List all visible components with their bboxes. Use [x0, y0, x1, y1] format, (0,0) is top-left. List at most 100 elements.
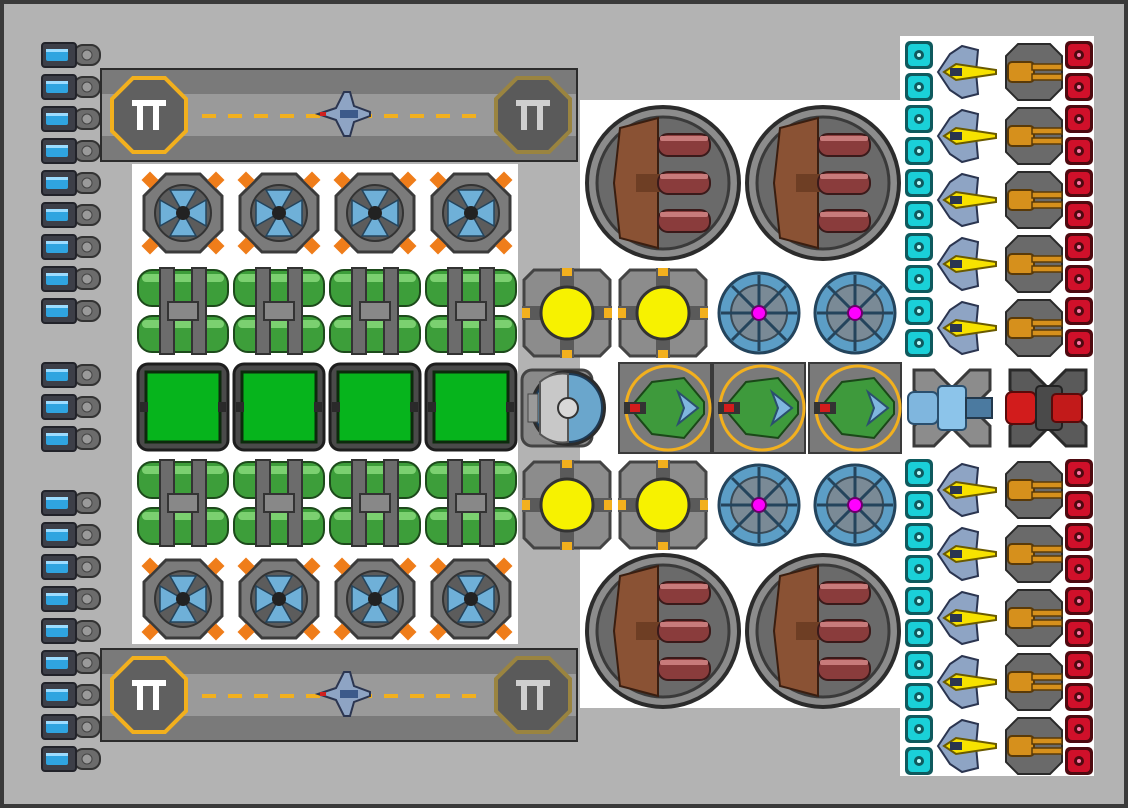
fuel-tank-icon[interactable] — [136, 264, 230, 358]
armor-block-red-icon[interactable] — [1064, 232, 1094, 262]
armor-block-cyan-icon[interactable] — [904, 264, 934, 294]
battery-icon[interactable] — [40, 296, 102, 326]
armor-block-red-icon[interactable] — [1064, 40, 1094, 70]
thruster-icon[interactable] — [236, 556, 322, 642]
yellow-gun-icon[interactable] — [936, 42, 1000, 102]
orange-gun-icon[interactable] — [1004, 716, 1064, 776]
thruster-icon[interactable] — [140, 556, 226, 642]
yellow-gun-icon[interactable] — [936, 170, 1000, 230]
orange-gun-icon[interactable] — [1004, 234, 1064, 294]
thruster-icon[interactable] — [332, 556, 418, 642]
reactor-icon[interactable] — [520, 266, 614, 360]
battery-icon[interactable] — [40, 520, 102, 550]
cargo-container-icon[interactable] — [136, 362, 230, 452]
cargo-container-icon[interactable] — [328, 362, 422, 452]
orange-gun-icon[interactable] — [1004, 652, 1064, 712]
bridge-icon[interactable] — [520, 362, 614, 454]
orange-gun-icon[interactable] — [1004, 524, 1064, 584]
armor-block-red-icon[interactable] — [1064, 746, 1094, 776]
plasma-cannon-icon[interactable] — [1000, 360, 1096, 456]
armor-block-cyan-icon[interactable] — [904, 200, 934, 230]
cargo-container-icon[interactable] — [424, 362, 518, 452]
yellow-gun-icon[interactable] — [936, 234, 1000, 294]
yellow-gun-icon[interactable] — [936, 716, 1000, 776]
armor-block-cyan-icon[interactable] — [904, 682, 934, 712]
yellow-gun-icon[interactable] — [936, 106, 1000, 166]
armor-block-red-icon[interactable] — [1064, 714, 1094, 744]
laser-turret-icon[interactable] — [808, 362, 902, 454]
battery-icon[interactable] — [40, 712, 102, 742]
hangar-bottom[interactable] — [100, 648, 578, 742]
battery-icon[interactable] — [40, 744, 102, 774]
fuel-tank-icon[interactable] — [328, 456, 422, 550]
armor-block-red-icon[interactable] — [1064, 104, 1094, 134]
fighter-ship-icon[interactable] — [314, 666, 374, 727]
yellow-gun-icon[interactable] — [936, 460, 1000, 520]
battery-icon[interactable] — [40, 488, 102, 518]
missile-bay-icon[interactable] — [584, 104, 742, 262]
battery-icon[interactable] — [40, 136, 102, 166]
shield-core-icon[interactable] — [812, 462, 898, 548]
armor-block-red-icon[interactable] — [1064, 328, 1094, 358]
thruster-icon[interactable] — [332, 170, 418, 256]
armor-block-red-icon[interactable] — [1064, 490, 1094, 520]
armor-block-cyan-icon[interactable] — [904, 168, 934, 198]
fuel-tank-icon[interactable] — [232, 456, 326, 550]
battery-icon[interactable] — [40, 104, 102, 134]
fuel-tank-icon[interactable] — [424, 456, 518, 550]
armor-block-red-icon[interactable] — [1064, 200, 1094, 230]
cargo-container-icon[interactable] — [232, 362, 326, 452]
armor-block-red-icon[interactable] — [1064, 586, 1094, 616]
orange-gun-icon[interactable] — [1004, 170, 1064, 230]
fuel-tank-icon[interactable] — [424, 264, 518, 358]
armor-block-cyan-icon[interactable] — [904, 554, 934, 584]
armor-block-red-icon[interactable] — [1064, 168, 1094, 198]
battery-icon[interactable] — [40, 264, 102, 294]
shield-core-icon[interactable] — [812, 270, 898, 356]
laser-turret-icon[interactable] — [712, 362, 806, 454]
armor-block-cyan-icon[interactable] — [904, 136, 934, 166]
battery-icon[interactable] — [40, 424, 102, 454]
missile-bay-icon[interactable] — [744, 552, 902, 710]
battery-icon[interactable] — [40, 200, 102, 230]
armor-block-red-icon[interactable] — [1064, 72, 1094, 102]
battery-icon[interactable] — [40, 40, 102, 70]
battery-icon[interactable] — [40, 552, 102, 582]
armor-block-cyan-icon[interactable] — [904, 650, 934, 680]
armor-block-red-icon[interactable] — [1064, 650, 1094, 680]
battery-icon[interactable] — [40, 680, 102, 710]
battery-icon[interactable] — [40, 392, 102, 422]
fuel-tank-icon[interactable] — [232, 264, 326, 358]
armor-block-red-icon[interactable] — [1064, 522, 1094, 552]
fuel-tank-icon[interactable] — [328, 264, 422, 358]
battery-icon[interactable] — [40, 584, 102, 614]
missile-bay-icon[interactable] — [744, 104, 902, 262]
reactor-icon[interactable] — [616, 266, 710, 360]
armor-block-cyan-icon[interactable] — [904, 490, 934, 520]
armor-block-cyan-icon[interactable] — [904, 522, 934, 552]
armor-block-red-icon[interactable] — [1064, 264, 1094, 294]
armor-block-cyan-icon[interactable] — [904, 72, 934, 102]
armor-block-red-icon[interactable] — [1064, 554, 1094, 584]
armor-block-red-icon[interactable] — [1064, 682, 1094, 712]
armor-block-cyan-icon[interactable] — [904, 714, 934, 744]
fuel-tank-icon[interactable] — [136, 456, 230, 550]
battery-icon[interactable] — [40, 616, 102, 646]
missile-bay-icon[interactable] — [584, 552, 742, 710]
reactor-icon[interactable] — [616, 458, 710, 552]
armor-block-red-icon[interactable] — [1064, 458, 1094, 488]
armor-block-cyan-icon[interactable] — [904, 40, 934, 70]
yellow-gun-icon[interactable] — [936, 652, 1000, 712]
yellow-gun-icon[interactable] — [936, 588, 1000, 648]
shield-core-icon[interactable] — [716, 462, 802, 548]
orange-gun-icon[interactable] — [1004, 460, 1064, 520]
armor-block-red-icon[interactable] — [1064, 136, 1094, 166]
orange-gun-icon[interactable] — [1004, 42, 1064, 102]
battery-icon[interactable] — [40, 72, 102, 102]
orange-gun-icon[interactable] — [1004, 106, 1064, 166]
armor-block-cyan-icon[interactable] — [904, 746, 934, 776]
armor-block-cyan-icon[interactable] — [904, 618, 934, 648]
orange-gun-icon[interactable] — [1004, 588, 1064, 648]
thruster-icon[interactable] — [236, 170, 322, 256]
battery-icon[interactable] — [40, 168, 102, 198]
